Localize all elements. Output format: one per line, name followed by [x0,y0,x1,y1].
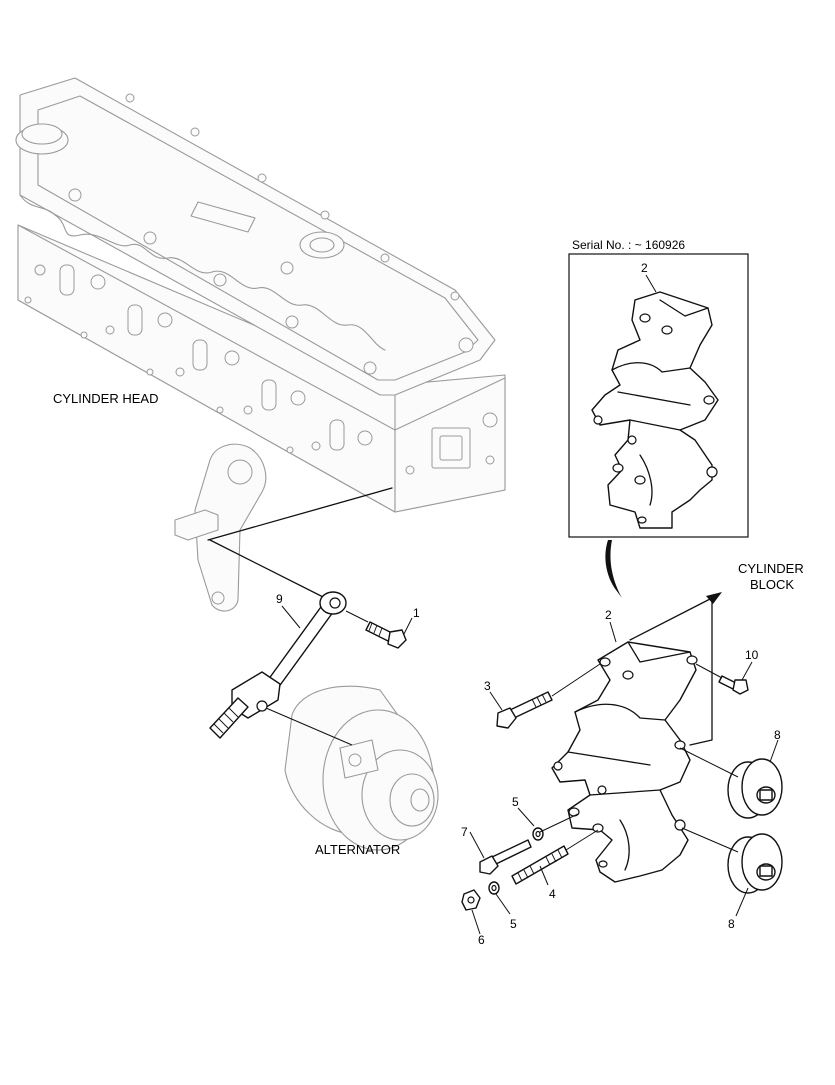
part-8-idler-pulley-lower [681,827,783,894]
leader-line [207,487,393,541]
part-4-stud [511,829,599,885]
part-3-bolt [496,663,601,729]
head-bracket-illustration [174,443,267,612]
inset-pointer-arrow [605,540,622,598]
callout-6: 6 [478,933,485,947]
callout-8-lower: 8 [728,917,735,931]
callout-10: 10 [745,648,759,662]
callout-7: 7 [461,825,468,839]
part-9-adjusting-rod [209,591,353,746]
cylinder-head-label: CYLINDER HEAD [53,391,158,406]
serial-inset-box [568,253,749,538]
part-5-washer-lower [488,881,500,895]
callout-4: 4 [549,887,556,901]
callout-1: 1 [413,606,420,620]
callout-inset-2: 2 [641,261,648,275]
leader-line [209,539,336,604]
callout-3: 3 [484,679,491,693]
alternator-label: ALTERNATOR [315,842,400,857]
cylinder-block-arrow [629,592,722,746]
serial-number-label: Serial No. : ~ 160926 [572,238,685,252]
callout-5-lower: 5 [510,917,517,931]
part-8-idler-pulley-upper [679,747,783,819]
cylinder-block-label-line1: CYLINDER [738,561,804,576]
part-6-nut [461,889,481,911]
callout-leaders [281,605,779,935]
part-1-bolt [345,610,407,649]
alternator-illustration [284,685,439,851]
cylinder-head-illustration [15,77,506,513]
part-10-bolt [695,663,749,695]
part-5-washer-upper [532,827,544,841]
callout-9: 9 [276,592,283,606]
part-2-mounting-bracket [551,641,698,883]
cylinder-block-label-line2: BLOCK [750,577,794,592]
callout-5-upper: 5 [512,795,519,809]
part-7-bolt [479,813,579,875]
callout-2: 2 [605,608,612,622]
callout-8-upper: 8 [774,728,781,742]
